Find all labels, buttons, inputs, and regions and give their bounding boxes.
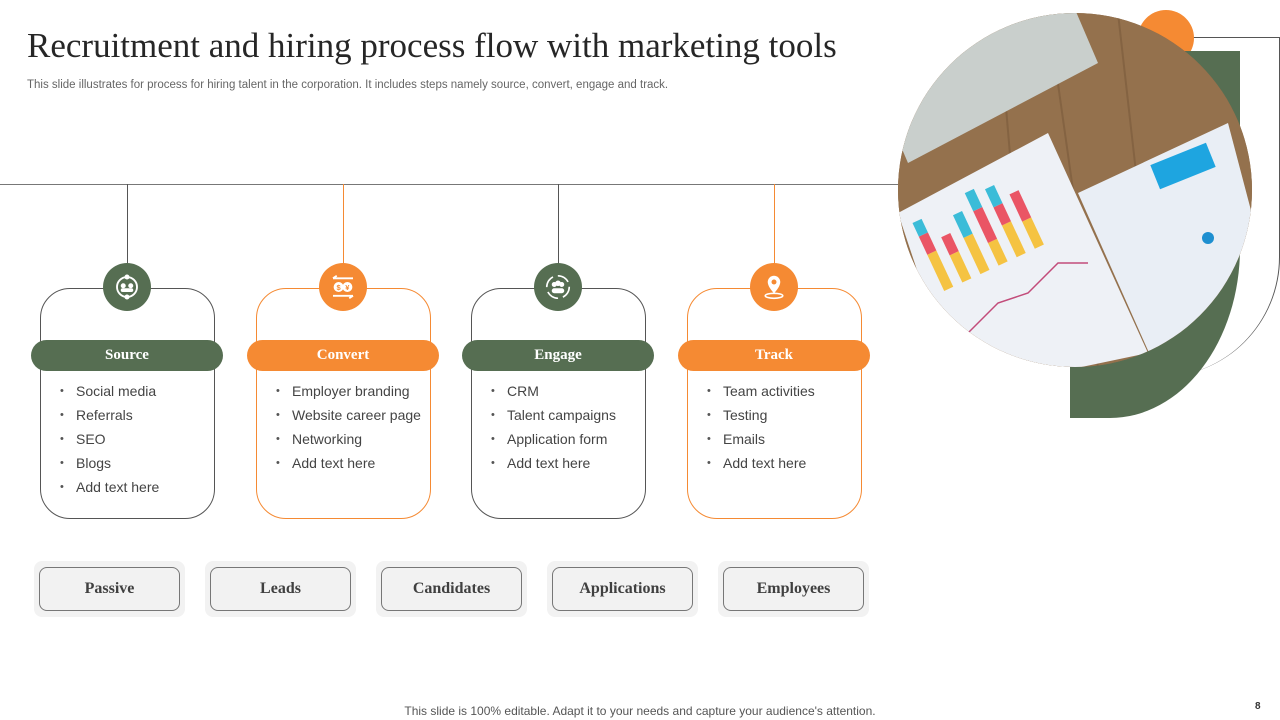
list-item: Team activities	[707, 379, 857, 403]
stage-button[interactable]: Employees	[723, 567, 864, 611]
connector-line	[774, 184, 775, 264]
list-item: Add text here	[60, 475, 210, 499]
connector-line	[343, 184, 344, 264]
stage-box: Passive	[34, 561, 185, 617]
photo-analytics-image	[898, 13, 1252, 367]
list-item: Networking	[276, 427, 426, 451]
stage-box: Employees	[718, 561, 869, 617]
connector-line	[558, 184, 559, 264]
currency-exchange-icon: $¥	[319, 263, 367, 311]
step-label: Engage	[462, 340, 654, 371]
step-items: CRMTalent campaignsApplication formAdd t…	[491, 379, 641, 475]
people-network-icon	[103, 263, 151, 311]
list-item: Referrals	[60, 403, 210, 427]
svg-text:¥: ¥	[345, 283, 350, 292]
connector-line	[127, 184, 128, 264]
list-item: Social media	[60, 379, 210, 403]
list-item: Blogs	[60, 451, 210, 475]
timeline-line	[0, 184, 1000, 185]
list-item: Emails	[707, 427, 857, 451]
step-items: Team activitiesTestingEmailsAdd text her…	[707, 379, 857, 475]
step-label: Source	[31, 340, 223, 371]
stage-button[interactable]: Candidates	[381, 567, 522, 611]
list-item: Add text here	[276, 451, 426, 475]
stage-button[interactable]: Passive	[39, 567, 180, 611]
page-number: 8	[1255, 701, 1261, 712]
step-label: Track	[678, 340, 870, 371]
stage-box: Applications	[547, 561, 698, 617]
stage-box: Leads	[205, 561, 356, 617]
page-title: Recruitment and hiring process flow with…	[27, 26, 837, 65]
page-subtitle: This slide illustrates for process for h…	[27, 79, 669, 91]
list-item: Talent campaigns	[491, 403, 641, 427]
footer-note: This slide is 100% editable. Adapt it to…	[404, 704, 876, 718]
list-item: SEO	[60, 427, 210, 451]
list-item: Application form	[491, 427, 641, 451]
list-item: Website career page	[276, 403, 426, 427]
list-item: Add text here	[491, 451, 641, 475]
stage-box: Candidates	[376, 561, 527, 617]
list-item: Testing	[707, 403, 857, 427]
location-pin-icon	[750, 263, 798, 311]
stage-button[interactable]: Leads	[210, 567, 351, 611]
step-items: Employer brandingWebsite career pageNetw…	[276, 379, 426, 475]
stage-button[interactable]: Applications	[552, 567, 693, 611]
step-label: Convert	[247, 340, 439, 371]
list-item: Employer branding	[276, 379, 426, 403]
step-items: Social mediaReferralsSEOBlogsAdd text he…	[60, 379, 210, 499]
svg-text:$: $	[337, 283, 342, 292]
team-cycle-icon	[534, 263, 582, 311]
list-item: CRM	[491, 379, 641, 403]
list-item: Add text here	[707, 451, 857, 475]
